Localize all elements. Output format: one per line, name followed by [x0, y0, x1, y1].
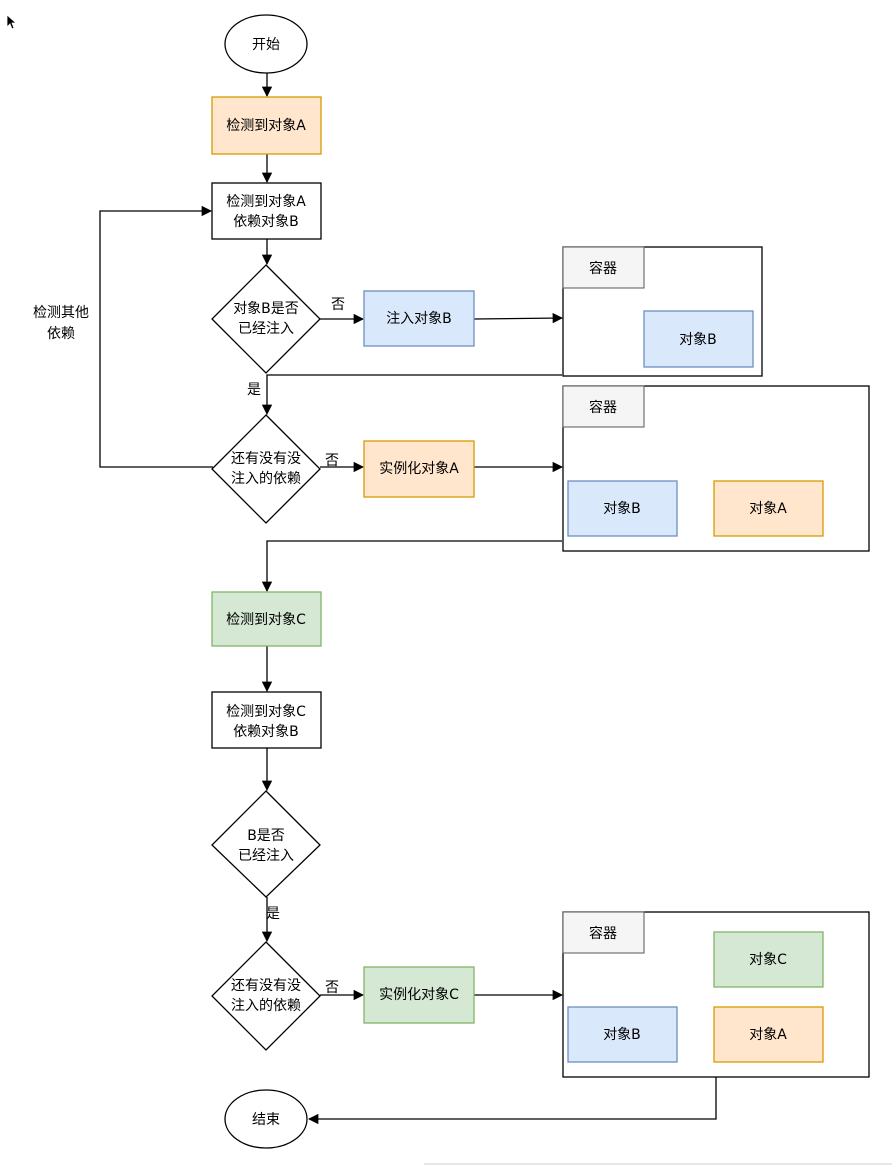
decision-more-deps2-line2: 注入的依赖 — [231, 998, 301, 1014]
container-2-object-a-label: 对象A — [749, 501, 787, 517]
start-label: 开始 — [252, 37, 280, 53]
container-2-header — [562, 385, 645, 428]
mouse-cursor-icon — [6, 14, 16, 30]
container-3-header — [562, 911, 645, 954]
container-3-object-b — [567, 1006, 678, 1063]
detect-c-dep-box — [211, 691, 322, 749]
edge-container2-to-detect-c — [261, 540, 562, 593]
detect-a-dep-line1: 检测到对象A — [226, 194, 306, 210]
decision-more-deps-line1: 还有没有没 — [231, 451, 301, 467]
instantiate-a-label: 实例化对象A — [379, 461, 459, 477]
connectors — [99, 73, 717, 1125]
detect-a-dep-box — [211, 182, 322, 240]
label-no-3: 否 — [325, 980, 339, 996]
container-2: 容器 对象B 对象A — [562, 385, 870, 552]
detect-c-dep-line2: 依赖对象B — [233, 724, 299, 740]
container-3-object-b-label: 对象B — [603, 1027, 641, 1043]
decision-b2 — [211, 790, 321, 898]
detect-a-box — [211, 96, 322, 155]
inject-b-box — [363, 290, 475, 347]
label-no-2: 否 — [325, 453, 339, 469]
loop-label-line1: 检测其他 — [33, 305, 89, 321]
instantiate-c-box — [363, 966, 475, 1024]
decision-more-deps — [211, 414, 321, 524]
container-1-title: 容器 — [589, 260, 617, 277]
end-label: 结束 — [252, 1112, 280, 1128]
container-3-title: 容器 — [589, 925, 617, 942]
decision-more-deps-line2: 注入的依赖 — [231, 471, 301, 487]
container-3-object-c-label: 对象C — [749, 952, 787, 968]
detect-c-dep-line1: 检测到对象C — [226, 704, 306, 720]
edge-container3-to-end — [307, 1077, 717, 1125]
inject-b-label: 注入对象B — [386, 311, 452, 327]
edge-inject-b-to-container1 — [473, 312, 564, 324]
container-3-object-a-label: 对象A — [749, 1027, 787, 1043]
decision-b2-line1: B是否 — [247, 828, 285, 844]
end-node — [224, 1089, 308, 1149]
container-2-object-b-label: 对象B — [603, 501, 641, 517]
edge-loop-back — [99, 205, 213, 468]
detect-a-dep-line2: 依赖对象B — [233, 214, 299, 230]
container-2-title: 容器 — [589, 399, 617, 416]
detect-c-label: 检测到对象C — [226, 612, 306, 628]
container-3-object-a — [713, 1006, 824, 1063]
edge-container1-to-yes — [261, 374, 562, 416]
bottom-divider — [424, 1163, 892, 1165]
detect-a-label: 检测到对象A — [226, 118, 306, 134]
label-yes-1: 是 — [247, 382, 261, 398]
start-node — [224, 14, 308, 74]
container-2-object-a — [713, 480, 824, 537]
container-1: 容器 对象B — [562, 246, 763, 377]
decision-more-deps2-line1: 还有没有没 — [231, 978, 301, 994]
decision-b-injected-line2: 已经注入 — [238, 321, 294, 337]
decision-b2-line2: 已经注入 — [238, 848, 294, 864]
container-1-header — [562, 246, 645, 289]
container-1-object-b — [643, 310, 754, 368]
container-1-object-b-label: 对象B — [679, 332, 717, 348]
container-3: 容器 对象C 对象B 对象A — [562, 911, 870, 1078]
container-3-object-c — [713, 931, 824, 988]
decision-more-deps-2 — [211, 941, 321, 1051]
instantiate-a-box — [363, 440, 475, 498]
label-no-1: 否 — [331, 297, 345, 313]
label-yes-2: 是 — [266, 906, 280, 922]
loop-label-line2: 依赖 — [47, 326, 75, 342]
decision-b-injected-line1: 对象B是否 — [233, 301, 299, 317]
instantiate-c-label: 实例化对象C — [379, 987, 459, 1003]
detect-c-box — [211, 591, 322, 647]
decision-b-injected — [211, 264, 321, 374]
container-2-object-b — [567, 480, 678, 537]
